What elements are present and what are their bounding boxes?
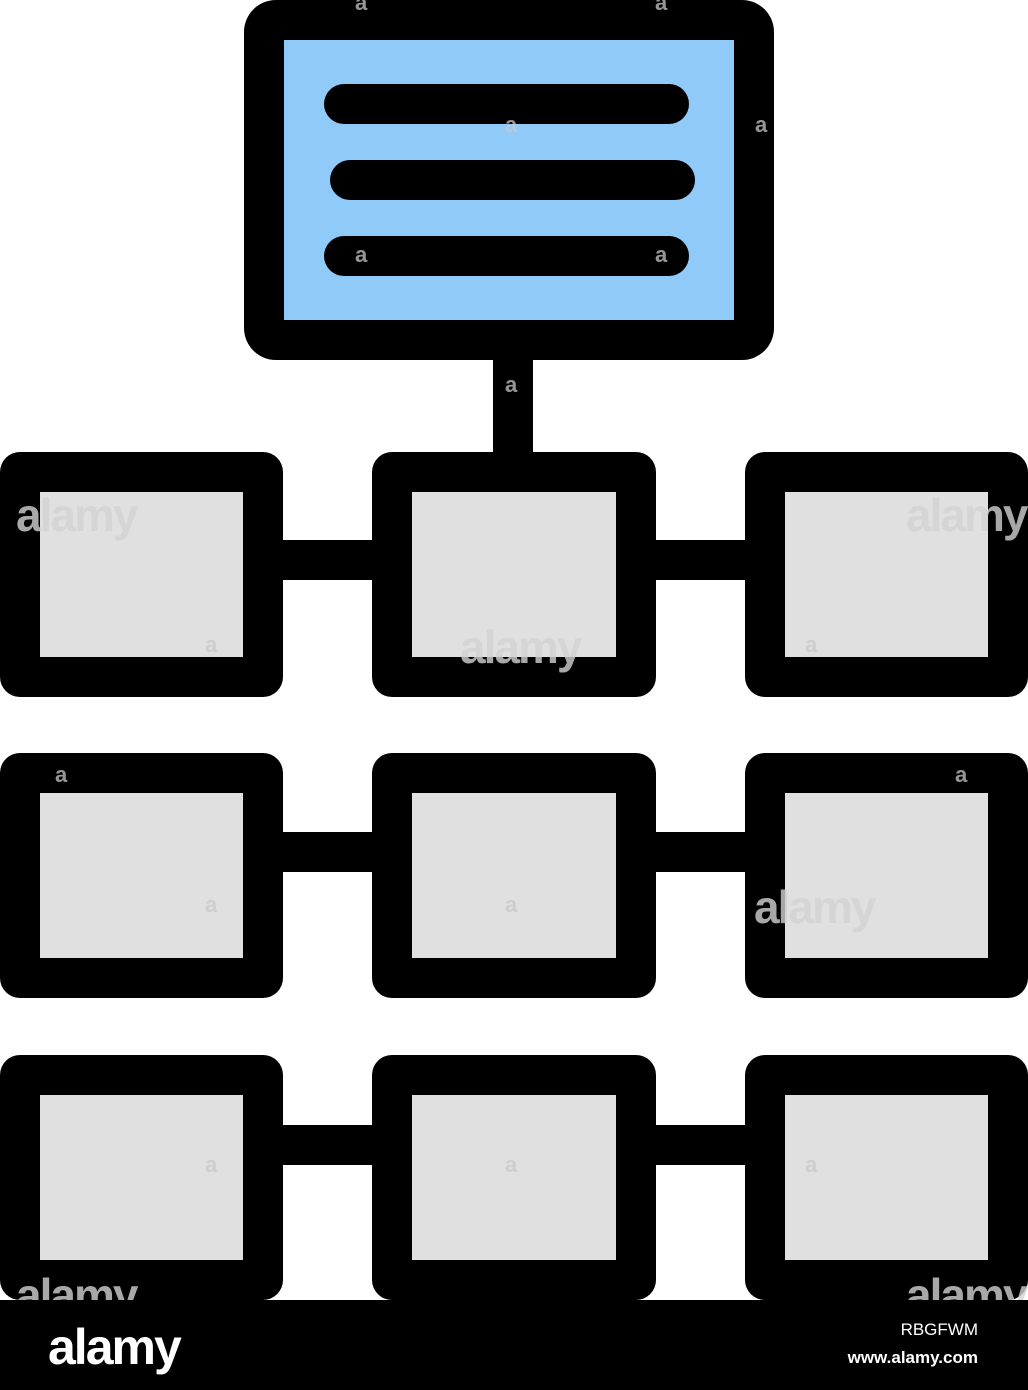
header-text-line-3: [324, 236, 689, 276]
watermark-glyph: a: [655, 242, 668, 267]
connector-row-2-left: [278, 832, 378, 872]
connector-row-1-left: [278, 540, 378, 580]
footer-bar: alamy RBGFWM www.alamy.com: [0, 1300, 1028, 1390]
header-text-line-1: [324, 84, 689, 124]
header-text-line-2: [330, 160, 695, 200]
watermark-word: alamy: [460, 621, 582, 673]
connector-header-to-grid: [493, 355, 533, 455]
watermark-glyph: a: [505, 372, 518, 397]
watermark-glyph: a: [205, 892, 218, 917]
grid-node: [0, 1055, 283, 1300]
watermark-glyph: a: [655, 0, 668, 15]
connector-row-2-right: [650, 832, 750, 872]
grid-node: [372, 452, 656, 697]
watermark-glyph: a: [205, 632, 218, 657]
watermark-glyph: a: [355, 0, 368, 15]
watermark-glyph: a: [505, 1152, 518, 1177]
watermark-glyph: a: [805, 1152, 818, 1177]
grid-node: [372, 1055, 656, 1300]
watermark-glyph: a: [55, 762, 68, 787]
watermark-glyph: a: [205, 1152, 218, 1177]
watermark-glyph: a: [355, 242, 368, 267]
watermark-glyph: a: [505, 112, 518, 137]
grid-node: [745, 753, 1028, 998]
watermark-word: alamy: [16, 489, 138, 541]
watermark-glyph: a: [755, 112, 768, 137]
watermark-glyph: a: [955, 762, 968, 787]
watermark-glyph: a: [805, 632, 818, 657]
footer-logo: alamy: [48, 1319, 182, 1375]
grid-node: [0, 452, 283, 697]
footer-image-id: RBGFWM: [900, 1320, 978, 1339]
connector-row-3-right: [650, 1125, 750, 1165]
grid-node: [0, 753, 283, 998]
connector-row-1-right: [650, 540, 750, 580]
watermark-word: alamy: [906, 489, 1028, 541]
header-node: [244, 0, 774, 360]
watermark-glyph: a: [505, 892, 518, 917]
grid-node: [745, 1055, 1028, 1300]
watermark-word: alamy: [754, 881, 876, 933]
connectors: [278, 355, 750, 1165]
grid-node: [745, 452, 1028, 697]
grid-node: [372, 753, 656, 998]
connector-row-3-left: [278, 1125, 378, 1165]
hierarchy-diagram: [0, 0, 1028, 1300]
footer-url: www.alamy.com: [847, 1348, 978, 1367]
